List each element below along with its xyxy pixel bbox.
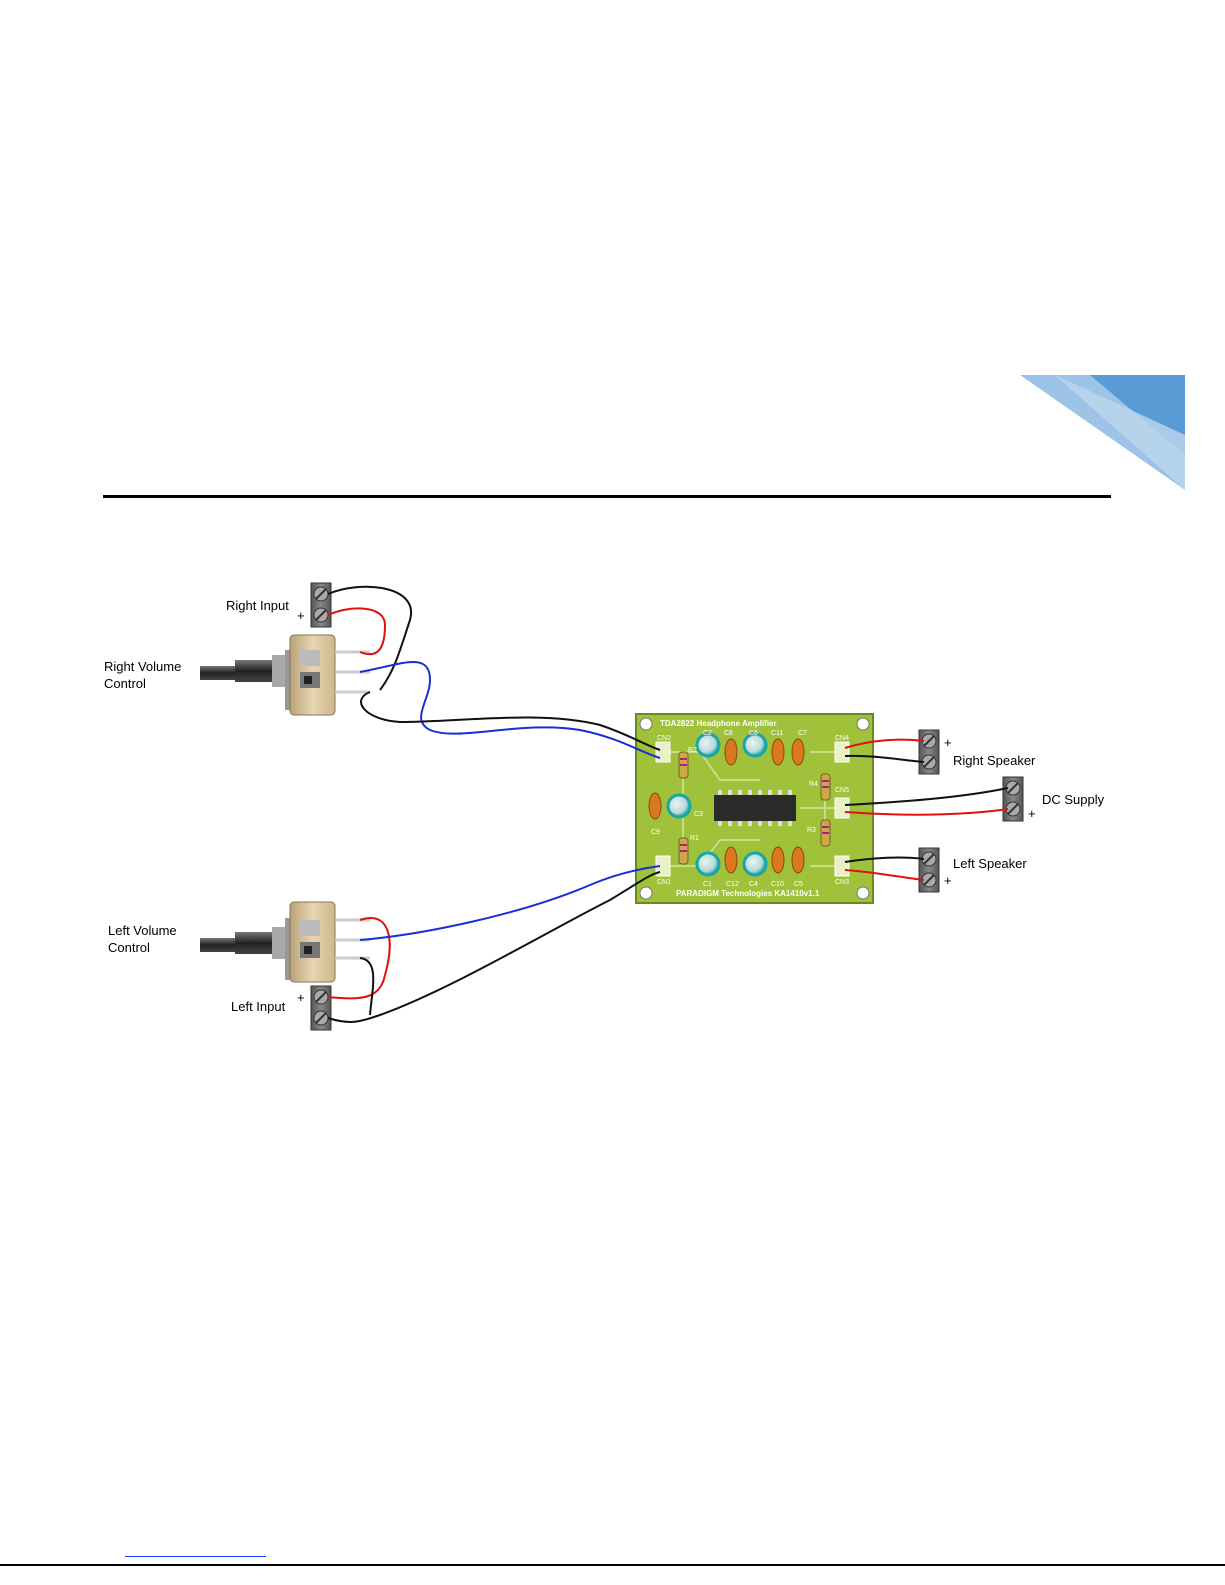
footer-link-underline[interactable] [125, 1556, 266, 1557]
wire-black-right [361, 692, 660, 750]
ref-r2: R2 [688, 747, 697, 754]
footer-rule [0, 1564, 1225, 1566]
left-volume-potentiometer [200, 902, 370, 982]
ref-r4: R4 [809, 781, 818, 788]
ref-c10: C10 [771, 881, 784, 888]
dc-supply-label: DC Supply [1042, 791, 1104, 808]
ref-c9: C9 [651, 829, 660, 836]
ref-c6: C6 [749, 730, 758, 737]
ref-r1: R1 [690, 835, 699, 842]
ref-c1: C1 [703, 881, 712, 888]
right-speaker-label: Right Speaker [953, 752, 1035, 769]
pcb-title: TDA2822 Headphone Amplifier [660, 719, 777, 728]
wire-black-left [328, 872, 660, 1022]
right-input-label: Right Input [226, 597, 289, 614]
left-input-plus: + [297, 989, 305, 1006]
wire-black-right-input [328, 587, 411, 690]
right-input-terminal [311, 583, 331, 627]
wire-red-right-input [328, 608, 385, 654]
left-input-label: Left Input [231, 998, 285, 1015]
ref-cn4: CN4 [835, 735, 849, 742]
amplifier-pcb: TDA2822 Headphone Amplifier PARADIGM Tec… [636, 714, 873, 903]
wire-black-left-pot [360, 958, 373, 1015]
right-speaker-terminal [919, 730, 939, 774]
wire-blue-right [360, 662, 660, 758]
ref-c12: C12 [726, 881, 739, 888]
left-speaker-label: Left Speaker [953, 855, 1027, 872]
ref-c3: C3 [694, 811, 703, 818]
dc-supply-plus: + [1028, 805, 1036, 822]
ref-c4: C4 [749, 881, 758, 888]
right-volume-potentiometer [200, 635, 370, 715]
right-input-plus: + [297, 607, 305, 624]
pcb-footer: PARADIGM Technologies KA1410v1.1 [676, 889, 820, 898]
ref-cn2: CN2 [657, 735, 671, 742]
ref-cn1: CN1 [657, 879, 671, 886]
wire-blue-left [360, 866, 660, 940]
ref-cn3: CN3 [835, 879, 849, 886]
ref-r3: R3 [807, 827, 816, 834]
left-speaker-plus: + [944, 872, 952, 889]
ref-c5: C5 [794, 881, 803, 888]
ref-c8: C8 [724, 730, 733, 737]
left-input-terminal [311, 986, 331, 1030]
ref-c2: C2 [703, 730, 712, 737]
left-volume-label: Left Volume Control [108, 922, 177, 956]
ref-c7: C7 [798, 730, 807, 737]
right-speaker-plus: + [944, 734, 952, 751]
ref-cn5: CN5 [835, 787, 849, 794]
left-speaker-terminal [919, 848, 939, 892]
right-volume-label: Right Volume Control [104, 658, 181, 692]
ref-c11: C11 [771, 730, 783, 737]
dc-supply-terminal [1003, 777, 1023, 821]
